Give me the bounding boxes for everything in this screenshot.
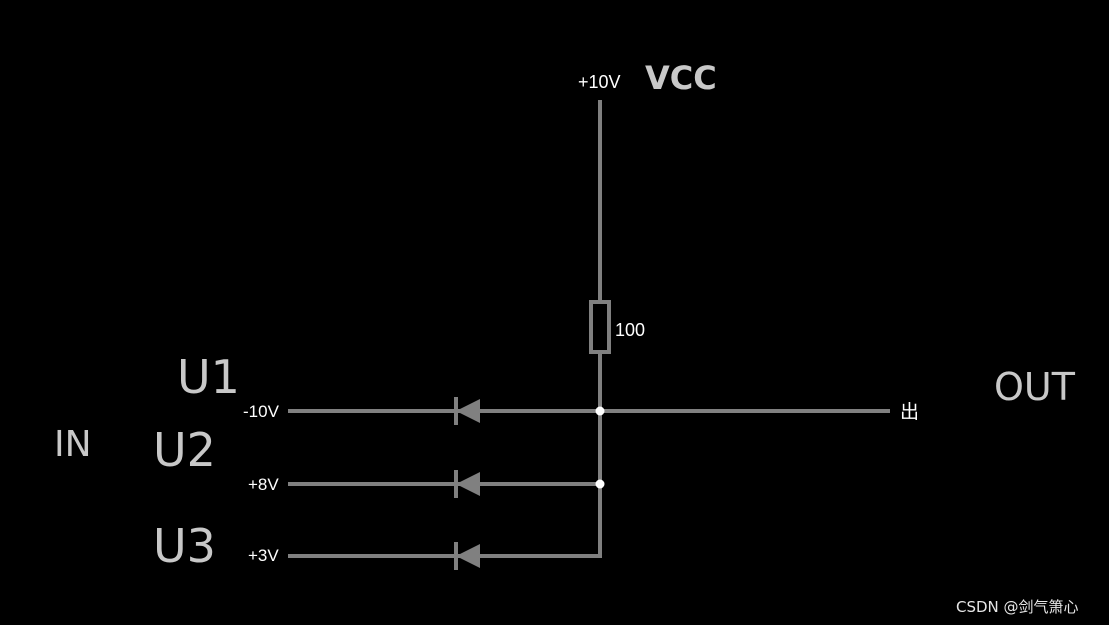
input-u3-voltage-label: +3V: [248, 546, 279, 565]
resistor-value-label: 100: [615, 320, 645, 340]
junction-node-output: [595, 406, 605, 416]
watermark-text: CSDN @剑气箫心: [956, 598, 1079, 616]
input-u3-name-label: U3: [153, 519, 216, 573]
diode-u2: [456, 472, 480, 496]
input-u2-name-label: U2: [153, 423, 216, 477]
supply-name-label: VCC: [645, 59, 717, 97]
diode-u1: [456, 399, 480, 423]
diode-u3: [456, 544, 480, 568]
input-group-label: IN: [54, 424, 92, 465]
input-u1-voltage-label: -10V: [243, 402, 280, 421]
output-terminal-label: 出: [900, 401, 919, 423]
output-name-label: OUT: [994, 365, 1076, 409]
junction-node-u2: [595, 479, 605, 489]
input-u1-name-label: U1: [177, 350, 240, 404]
supply-voltage-label: +10V: [578, 72, 621, 92]
resistor: [589, 300, 611, 354]
input-u2-voltage-label: +8V: [248, 475, 279, 494]
